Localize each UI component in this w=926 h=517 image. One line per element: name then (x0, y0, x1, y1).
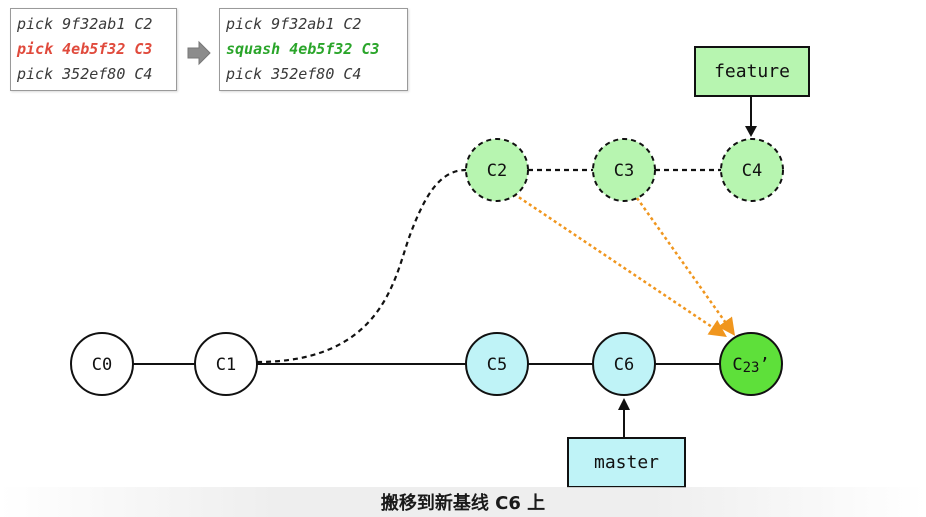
todo-line: pick 9f32ab1 C2 (17, 15, 153, 33)
todo-line-highlighted: squash 4eb5f32 C3 (226, 40, 380, 58)
todo-list-before: pick 9f32ab1 C2 pick 4eb5f32 C3 pick 352… (10, 8, 177, 91)
branch-label-master: master (567, 437, 686, 488)
todo-line: pick 352ef80 C4 (17, 65, 153, 83)
commit-node-c23-new: C23’ (719, 332, 783, 396)
todo-line-highlighted: pick 4eb5f32 C3 (17, 40, 153, 58)
edge-c1-c2 (256, 168, 467, 364)
svg-text:C5: C5 (487, 355, 507, 375)
squash-arrow-c3 (635, 197, 736, 336)
svg-text:C23’: C23’ (732, 355, 769, 376)
todo-list-after: pick 9f32ab1 C2 squash 4eb5f32 C3 pick 3… (219, 8, 408, 91)
todo-line: pick 352ef80 C4 (226, 65, 362, 83)
right-arrow-icon (187, 40, 211, 66)
svg-text:C1: C1 (216, 355, 236, 375)
commit-node-c4: C4 (720, 138, 784, 202)
svg-text:C0: C0 (92, 355, 112, 375)
commit-node-c5: C5 (465, 332, 529, 396)
subtitle-caption: 搬移到新基线 C6 上 (380, 493, 546, 514)
commit-node-c0: C0 (70, 332, 134, 396)
master-pointer-head (618, 398, 630, 410)
commit-node-c2: C2 (465, 138, 529, 202)
squash-arrow-c2 (513, 192, 727, 337)
caption-background (0, 487, 926, 517)
svg-text:C2: C2 (487, 161, 507, 181)
commit-node-c6: C6 (592, 332, 656, 396)
feature-pointer-head (745, 126, 757, 137)
svg-text:C4: C4 (742, 161, 762, 181)
todo-line: pick 9f32ab1 C2 (226, 15, 362, 33)
svg-text:C3: C3 (614, 161, 634, 181)
commit-node-c1: C1 (194, 332, 258, 396)
svg-text:C6: C6 (614, 355, 634, 375)
commit-node-c3: C3 (592, 138, 656, 202)
branch-label-feature: feature (694, 46, 810, 97)
